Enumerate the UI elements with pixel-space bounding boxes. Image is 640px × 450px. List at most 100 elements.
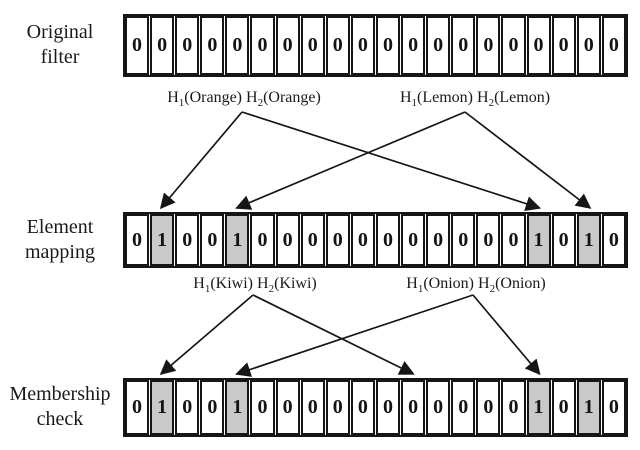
hash-text: H — [246, 89, 258, 106]
bit-cell-check-9: 0 — [350, 380, 375, 435]
bit-cell-check-17: 0 — [551, 380, 576, 435]
hash-arrow-orange-to-cell-16 — [241, 111, 542, 212]
hash-text: (Orange) — [263, 89, 321, 106]
bit-cell-mapping-1: 1 — [150, 214, 175, 266]
bit-cell-mapping-13: 0 — [451, 214, 476, 266]
hash-arrow-lemon-to-cell-4 — [235, 111, 466, 210]
hash-text: H — [193, 275, 205, 292]
hash-text: (Onion) — [423, 275, 478, 292]
bit-cell-mapping-11: 0 — [401, 214, 426, 266]
hash-arrow-kiwi-to-cell-1 — [159, 294, 254, 375]
bit-cell-original-8: 0 — [325, 16, 350, 75]
bit-cell-check-15: 0 — [501, 380, 526, 435]
bit-cell-original-16: 0 — [526, 16, 551, 75]
bit-cell-original-17: 0 — [551, 16, 576, 75]
hash-arrow-orange-to-cell-1 — [159, 111, 243, 210]
bit-cell-mapping-15: 0 — [501, 214, 526, 266]
bit-cell-mapping-2: 0 — [175, 214, 200, 266]
bit-cell-check-7: 0 — [300, 380, 325, 435]
bit-cell-mapping-16: 1 — [526, 214, 551, 266]
bit-cell-original-11: 0 — [401, 16, 426, 75]
hash-label-onion: H1(Onion) H2(Onion) — [406, 275, 546, 296]
bit-cell-original-14: 0 — [476, 16, 501, 75]
row-label-original-filter: Original filter — [0, 20, 120, 70]
hash-text: (Kiwi) — [274, 275, 317, 292]
hash-arrow-lemon-to-cell-18 — [464, 111, 592, 209]
row-label-membership-check: Membership check — [0, 382, 120, 432]
bit-cell-original-5: 0 — [250, 16, 275, 75]
row-label-line: filter — [40, 46, 80, 68]
bit-cell-original-3: 0 — [200, 16, 225, 75]
bit-cell-original-0: 0 — [125, 16, 150, 75]
hash-label-orange: H1(Orange) H2(Orange) — [167, 89, 321, 110]
hash-text: H — [257, 275, 269, 292]
bit-cell-original-18: 0 — [576, 16, 601, 75]
bit-cell-mapping-0: 0 — [125, 214, 150, 266]
hash-text: H — [399, 89, 412, 106]
row-label-line: Element — [26, 216, 94, 238]
bit-cell-mapping-9: 0 — [350, 214, 375, 266]
bit-cell-mapping-19: 0 — [601, 214, 626, 266]
row-label-line: Original — [26, 21, 94, 43]
hash-text: (Onion) — [495, 275, 546, 292]
hash-text: H — [167, 89, 179, 106]
hash-text: (Kiwi) — [210, 275, 257, 292]
bit-cell-original-2: 0 — [175, 16, 200, 75]
bit-cell-check-12: 0 — [426, 380, 451, 435]
hash-label-kiwi: H1(Kiwi) H2(Kiwi) — [193, 275, 317, 296]
bit-cell-check-3: 0 — [200, 380, 225, 435]
bit-cell-check-1: 1 — [150, 380, 175, 435]
bit-cell-mapping-12: 0 — [426, 214, 451, 266]
hash-subscript: 1 — [411, 97, 418, 110]
bit-cell-mapping-3: 0 — [200, 214, 225, 266]
bit-cell-check-10: 0 — [375, 380, 401, 435]
bit-cell-check-5: 0 — [250, 380, 275, 435]
bit-cell-check-16: 1 — [526, 380, 551, 435]
row-label-line: Membership — [9, 383, 111, 405]
hash-arrow-onion-to-cell-4 — [235, 294, 474, 377]
bit-cell-mapping-6: 0 — [275, 214, 300, 266]
hash-text: H — [477, 89, 489, 106]
bit-cell-original-13: 0 — [451, 16, 476, 75]
hash-label-lemon: H1(Lemon) H2(Lemon) — [399, 89, 551, 110]
bit-cell-original-9: 0 — [350, 16, 375, 75]
bit-cell-original-1: 0 — [150, 16, 175, 75]
bit-cell-check-0: 0 — [125, 380, 150, 435]
hash-subscript: 2 — [489, 283, 496, 296]
bit-cell-original-6: 0 — [275, 16, 300, 75]
bit-cell-check-13: 0 — [451, 380, 476, 435]
bit-cell-check-6: 0 — [275, 380, 300, 435]
bit-cell-original-10: 0 — [375, 16, 401, 75]
hash-subscript: 2 — [257, 97, 264, 110]
hash-text: (Lemon) — [494, 89, 551, 106]
bit-cell-mapping-7: 0 — [300, 214, 325, 266]
hash-arrow-kiwi-to-cell-11 — [252, 294, 415, 375]
hash-text: H — [406, 275, 418, 292]
bit-cell-mapping-14: 0 — [476, 214, 501, 266]
hash-subscript: 1 — [178, 97, 185, 110]
bit-cell-check-4: 1 — [225, 380, 250, 435]
row-label-line: check — [36, 408, 84, 430]
bit-cell-mapping-10: 0 — [375, 214, 401, 266]
hash-text: (Lemon) — [417, 89, 477, 106]
hash-arrow-onion-to-cell-16 — [472, 294, 541, 376]
hash-subscript: 2 — [488, 97, 495, 110]
bit-cell-check-8: 0 — [325, 380, 350, 435]
bit-cell-mapping-18: 1 — [576, 214, 601, 266]
hash-text: (Orange) — [184, 89, 246, 106]
bit-cell-mapping-4: 1 — [225, 214, 250, 266]
bit-cell-mapping-5: 0 — [250, 214, 275, 266]
hash-subscript: 1 — [204, 283, 211, 296]
bit-cell-original-19: 0 — [601, 16, 626, 75]
bit-cell-original-7: 0 — [300, 16, 325, 75]
bit-cell-check-2: 0 — [175, 380, 200, 435]
bit-cell-original-12: 0 — [426, 16, 451, 75]
bit-cell-check-14: 0 — [476, 380, 501, 435]
row-label-line: mapping — [25, 241, 95, 263]
row-label-element-mapping: Element mapping — [0, 215, 120, 265]
bit-cell-mapping-17: 0 — [551, 214, 576, 266]
